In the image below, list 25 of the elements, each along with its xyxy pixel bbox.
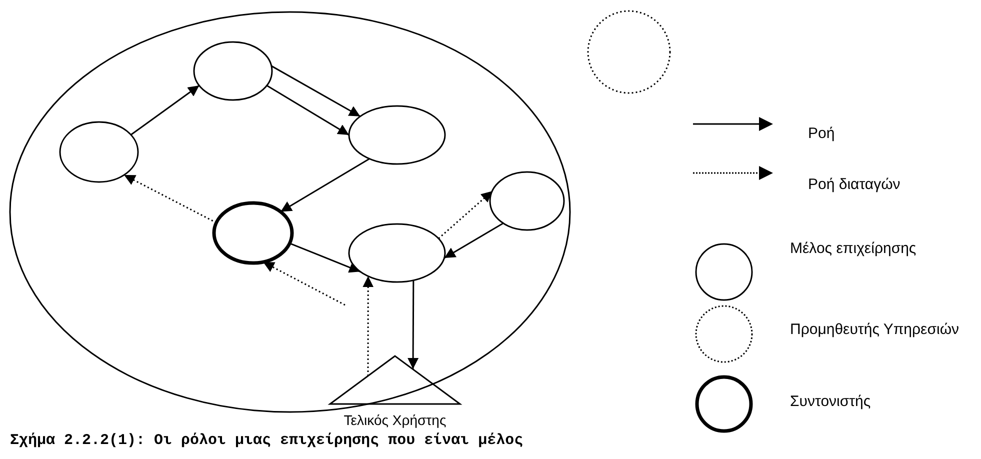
network-ellipse [8,10,572,414]
figure-caption: Σχήμα 2.2.2(1): Οι ρόλοι μιας επιχείρησης που είναι μέλος [10,432,524,449]
coordinator-circle [212,201,294,265]
node-label: Τελικός Χρήστης [342,412,448,428]
member-ellipse [488,170,566,232]
supplier-circle [586,9,672,95]
arrow [262,261,346,306]
arrow [438,190,493,240]
legend-label: Ροή [808,124,836,143]
legend-label: Συντονιστής [790,392,872,411]
arrow [271,65,361,118]
arrow [130,84,200,136]
member-ellipse [347,104,447,166]
legend-label: Προμηθευτής Υπηρεσιών [790,320,960,339]
arrow [280,158,370,212]
arrow [362,276,374,376]
arrow [444,222,504,259]
member-ellipse [58,120,140,184]
member-ellipse [192,40,274,102]
arrow [408,280,419,369]
member-ellipse [347,222,447,284]
legend-label: Μέλος επιχείρησης [790,239,918,258]
legend-label: Ροή διαταγών [808,175,902,194]
arrow [266,84,350,136]
arrow [289,242,360,273]
